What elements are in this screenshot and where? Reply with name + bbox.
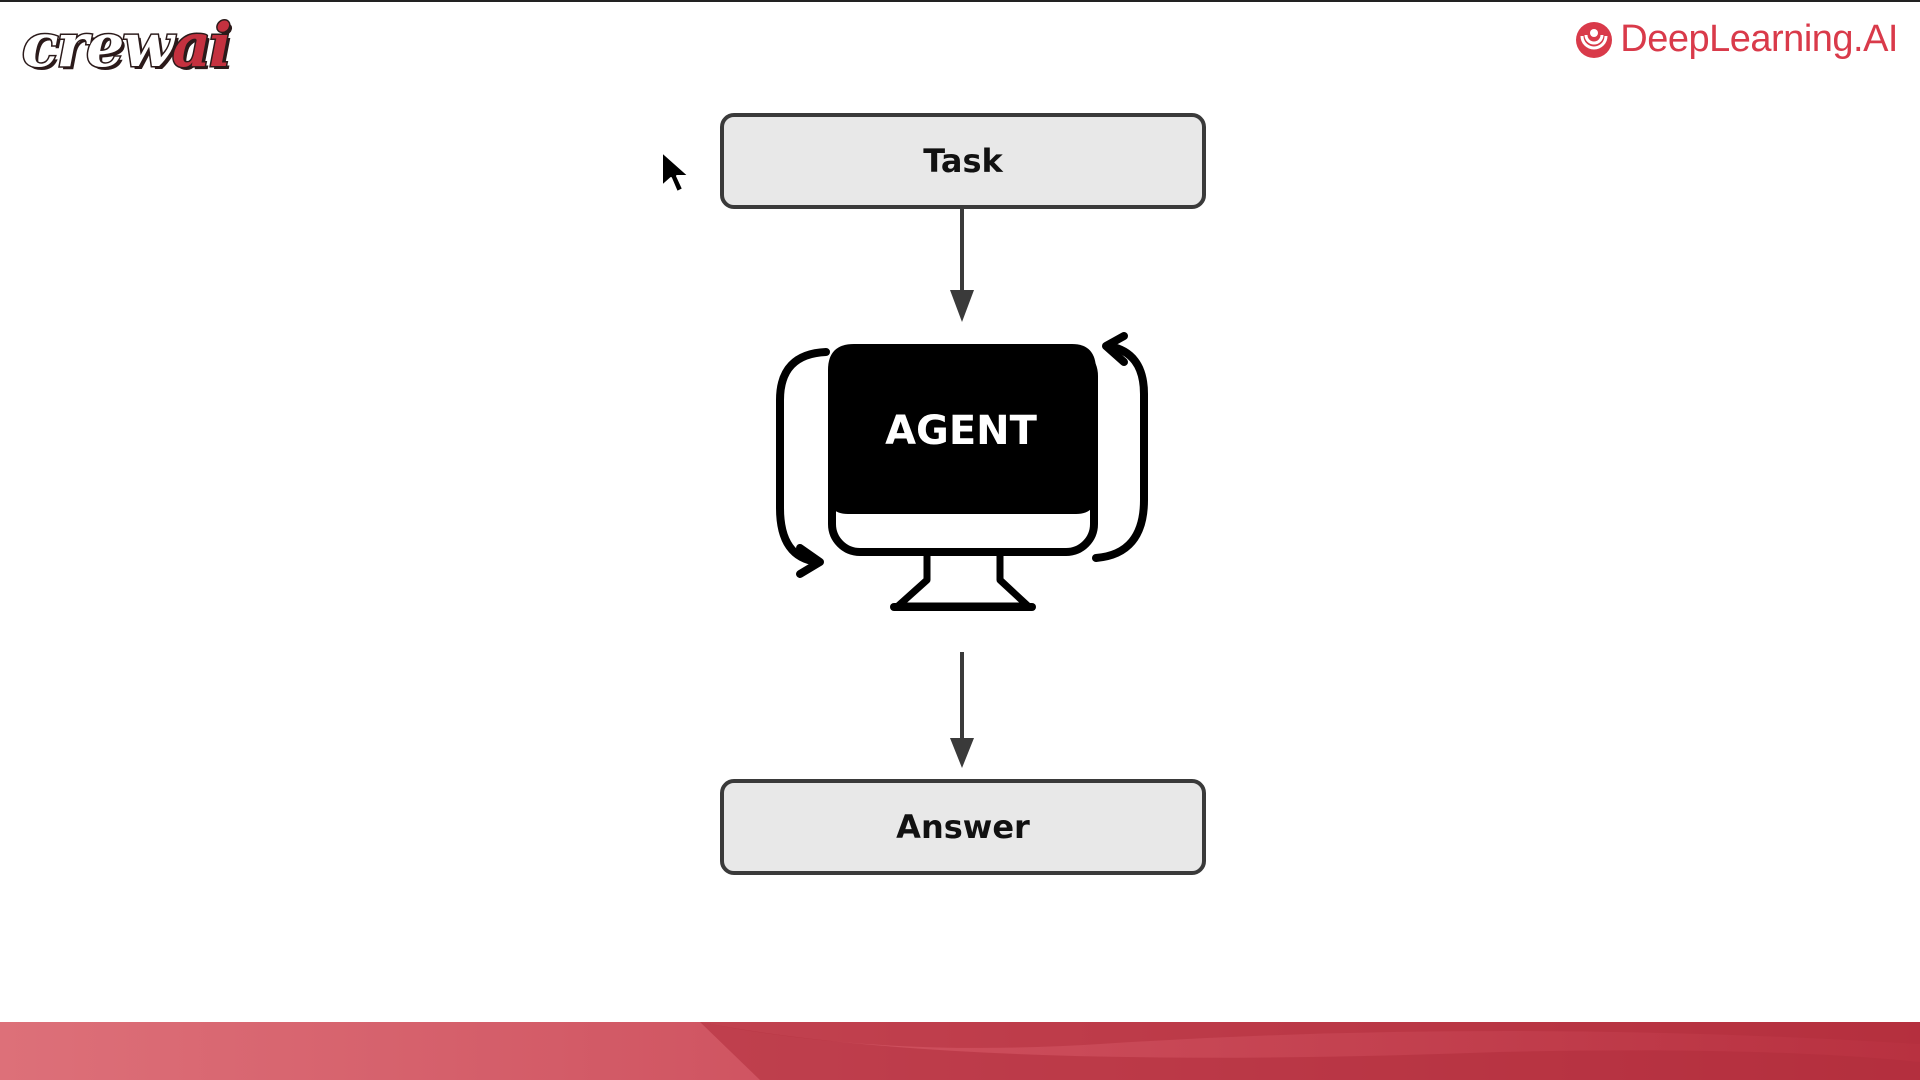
crewai-logo: crewai: [21, 11, 234, 81]
task-node: Task: [720, 113, 1206, 209]
top-divider: [0, 0, 1920, 2]
agent-node-label: AGENT: [885, 408, 1037, 454]
bottom-brand-band: [0, 1022, 1920, 1080]
answer-node-label: Answer: [896, 808, 1030, 846]
deeplearning-logo-icon: [1576, 21, 1613, 58]
crewai-logo-crew: crew: [21, 11, 176, 81]
edge-task-to-agent: [950, 208, 974, 322]
mouse-pointer-icon: [661, 151, 690, 193]
deeplearning-logo-text: DeepLearning.AI: [1620, 18, 1898, 60]
task-node-label: Task: [923, 142, 1003, 180]
deeplearning-logo: DeepLearning.AI: [1574, 18, 1898, 61]
edge-agent-to-answer: [950, 652, 974, 768]
computer-monitor-icon: [828, 344, 1098, 611]
cycle-arrow-left-icon: [776, 348, 830, 578]
crewai-logo-ai: ai: [170, 11, 233, 81]
cycle-arrow-right-icon: [1092, 332, 1148, 562]
answer-node: Answer: [720, 779, 1206, 875]
